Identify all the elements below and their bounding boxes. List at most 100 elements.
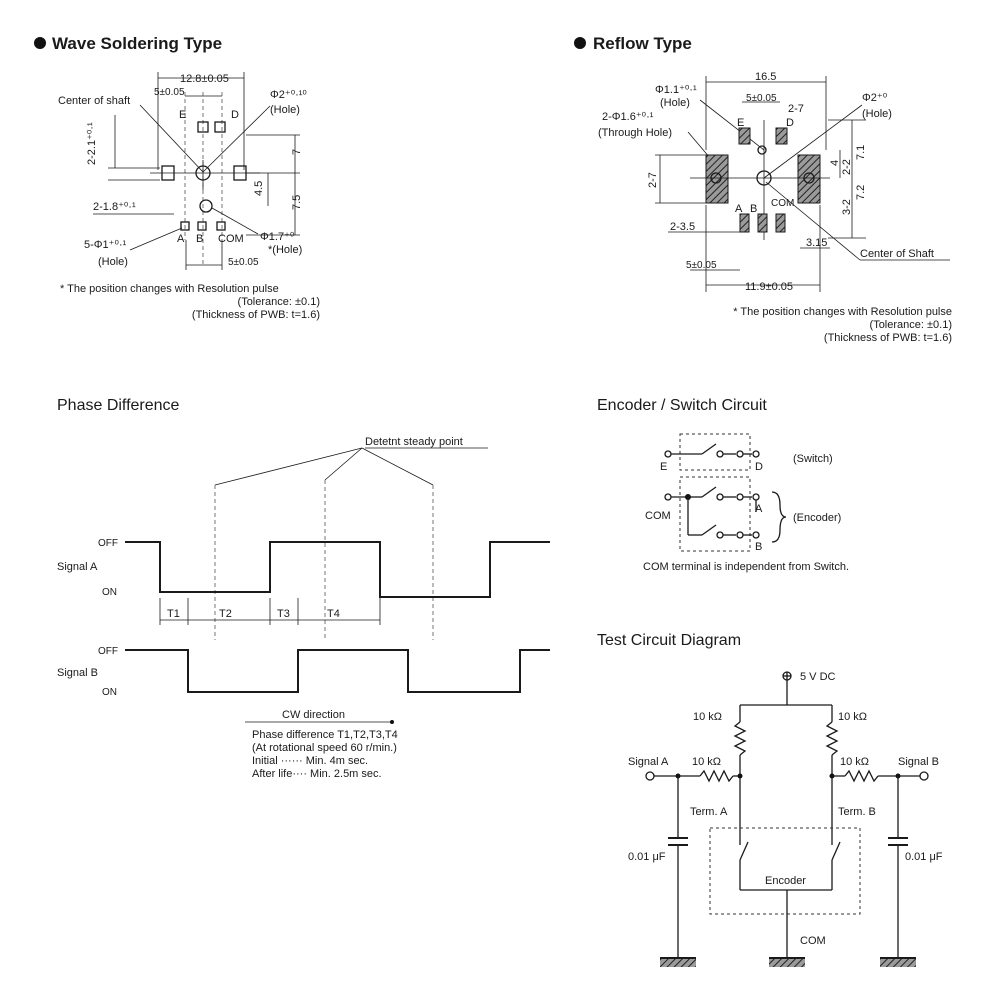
signal-a-label: Signal A [57,561,98,573]
reflow-note1: * The position changes with Resolution p… [733,306,952,318]
phase-difference-section: Phase Difference Detetnt steady point OF… [57,397,550,780]
wave-dim-width: 12.8±0.05 [180,73,229,85]
enc-note: COM terminal is independent from Switch. [643,561,849,573]
cap-right-label: 0.01 μF [905,851,943,863]
wave-dim-5-phi1: 5-Φ1⁺⁰·¹ [84,239,127,251]
wave-dim-7: 7 [291,149,303,155]
reflow-section: Reflow Type 16.5 Φ1.1⁺⁰·¹ (Hole) 5±0.05 … [574,34,952,344]
bullet-icon [34,37,46,49]
wave-dim-2-2-1: 2-2.1⁺⁰·¹ [86,122,98,165]
ground-icon [660,957,696,967]
reflow-title: Reflow Type [593,34,692,53]
wave-note1: * The position changes with Resolution p… [60,283,279,295]
wave-note3: (Thickness of PWB: t=1.6) [192,309,320,321]
wave-hole-phi2: Φ2⁺⁰·¹⁰ [270,89,307,101]
wave-dim-7-5: 7.5 [291,195,303,210]
t2-label: T2 [219,608,232,620]
wave-hole-label2: (Hole) [98,256,128,268]
phase-line4: After life···· Min. 2.5m sec. [252,768,382,780]
wave-center-shaft: Center of shaft [58,95,130,107]
t3-label: T3 [277,608,290,620]
reflow-dim-2-3-5: 2-3.5 [670,221,695,233]
bullet-icon [574,37,586,49]
reflow-dim-2-phi1-6: 2-Φ1.6⁺⁰·¹ [602,111,654,123]
ground-icon [769,957,805,967]
signal-a-out: Signal A [628,756,669,768]
t4-label: T4 [327,608,340,620]
wave-dim-5: 5±0.05 [154,87,185,98]
term-a-label: Term. A [690,806,728,818]
enc-pin-A: A [755,503,763,515]
reflow-dim-5: 5±0.05 [746,93,777,104]
enc-pin-E: E [660,461,667,473]
reflow-hole-phi1-1: Φ1.1⁺⁰·¹ [655,84,697,96]
reflow-dim-7-2: 7.2 [855,185,867,200]
resistor-icon [844,769,879,783]
reflow-dim-2-7: 2-7 [788,103,804,115]
wave-hole-label3: *(Hole) [268,244,302,256]
wave-pin-A: A [177,233,185,245]
reflow-dim-11-9: 11.9±0.05 [745,281,793,293]
reflow-dim-7-1: 7.1 [855,145,867,160]
signal-b-out: Signal B [898,756,939,768]
wave-soldering-section: Wave Soldering Type 12.8±0.05 5±0.05 E D… [34,34,320,321]
r3-label: 10 kΩ [692,756,721,768]
enc-switch-label: (Switch) [793,453,833,465]
signal-b-off: OFF [98,646,118,657]
wave-hole-label: (Hole) [270,104,300,116]
reflow-dim-16-5: 16.5 [755,71,776,83]
vdc-label: 5 V DC [800,671,836,683]
wave-title: Wave Soldering Type [52,34,222,53]
reflow-through-hole: (Through Hole) [598,127,672,139]
signal-b-on: ON [102,687,117,698]
wave-pin-E: E [179,109,186,121]
t1-label: T1 [167,608,180,620]
wave-dim-5b: 5±0.05 [228,257,259,268]
reflow-pin-COM: COM [771,198,794,209]
resistor-icon [699,769,734,783]
r2-label: 10 kΩ [838,711,867,723]
phase-line3: Initial ······ Min. 4m sec. [252,755,368,767]
reflow-dim-5b: 5±0.05 [686,260,717,271]
enc-pin-D: D [755,461,763,473]
r4-label: 10 kΩ [840,756,869,768]
phase-line2: (At rotational speed 60 r/min.) [252,742,397,754]
reflow-hole-label2: (Hole) [862,108,892,120]
reflow-hole-label: (Hole) [660,97,690,109]
reflow-note3: (Thickness of PWB: t=1.6) [824,332,952,344]
signal-a-off: OFF [98,538,118,549]
signal-b-waveform [125,649,550,693]
r1-label: 10 kΩ [693,711,722,723]
encoder-box-label: Encoder [765,875,806,887]
term-b-label: Term. B [838,806,876,818]
wave-pin-D: D [231,109,239,121]
reflow-center-shaft: Center of Shaft [860,248,934,260]
reflow-pin-E: E [737,117,744,129]
com-label: COM [800,935,826,947]
reflow-hole-phi2: Φ2⁺⁰ [862,92,888,104]
reflow-dim-2-7-left: 2-7 [647,172,659,188]
enc-pin-B: B [755,541,762,553]
encoder-circuit-section: Encoder / Switch Circuit E D (Switch) [597,397,849,573]
wave-pin-B: B [196,233,203,245]
test-circuit-section: Test Circuit Diagram 5 V DC 10 kΩ 10 kΩ … [597,632,943,967]
test-title: Test Circuit Diagram [597,632,741,649]
reflow-note2: (Tolerance: ±0.1) [870,319,952,331]
signal-a-waveform [125,541,550,598]
enc-com: COM [645,510,671,522]
cw-label: CW direction [282,709,345,721]
wave-pin-COM: COM [218,233,244,245]
reflow-pin-A: A [735,203,743,215]
reflow-dim-3-2: 3-2 [841,199,853,215]
resistor-icon [825,721,839,756]
wave-dim-2-1-8: 2-1.8⁺⁰·¹ [93,201,136,213]
encoder-title: Encoder / Switch Circuit [597,397,767,414]
reflow-pin-D: D [786,117,794,129]
reflow-dim-3-15: 3.15 [806,237,827,249]
reflow-dim-4: 4 [829,160,841,166]
resistor-icon [733,721,747,756]
detent-label: Detetnt steady point [365,436,463,448]
reflow-dim-2-2: 2-2 [841,159,853,175]
cap-left-label: 0.01 μF [628,851,666,863]
